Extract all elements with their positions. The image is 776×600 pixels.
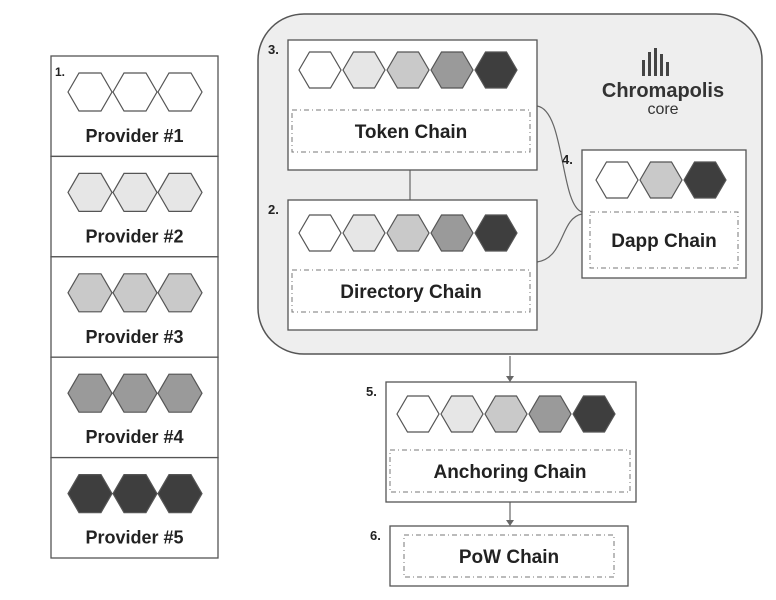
logo-sub: core [647,101,678,118]
provider-label: Provider #1 [85,126,183,146]
anchoring-chain-hexagons [396,395,616,433]
token-dapp-connector [536,105,583,213]
arrow-head-icon [506,376,514,382]
hexagon-dark_mid [430,214,474,252]
directory-chain-box: Directory Chain 2. [268,199,538,331]
pow-chain-number: 6. [370,528,381,543]
directory-chain-label: Directory Chain [340,282,481,303]
hexagon-dark [474,214,518,252]
dapp-chain-label: Dapp Chain [611,231,717,252]
token-chain-label: Token Chain [355,122,468,143]
hexagon-white [396,395,440,433]
connectors [409,105,583,526]
directory-chain-hexagons [298,214,518,252]
hexagon-dark [67,474,113,514]
hexagon-white [112,72,158,112]
anchoring-chain-number: 5. [366,384,377,399]
anchoring-chain-label-box [389,449,631,493]
provider-list: Provider #1 1. Provider #2 Provider #3 Provi… [50,55,219,559]
provider-hexagons [67,373,203,413]
token-chain-hexagons [298,51,518,89]
token-chain-label-box [291,109,531,153]
hexagon-light [157,172,203,212]
dapp-chain-hexagons [595,161,727,199]
hexagon-dark [157,474,203,514]
anchoring-chain-box: Anchoring Chain 5. [366,381,637,503]
provider-label: Provider #5 [85,528,183,548]
pow-chain-label-box [403,534,615,578]
provider-label: Provider #3 [85,327,183,347]
hexagon-light [440,395,484,433]
hexagon-dark_mid [528,395,572,433]
hexagon-white [67,72,113,112]
pow-chain-label: PoW Chain [459,547,559,568]
chain-boxes: Token Chain 3. Directory Chain 2. Dapp Chain… [268,39,747,587]
dapp-chain-label-box [589,211,739,269]
hexagon-mid [484,395,528,433]
provider-hexagons [67,273,203,313]
dapp-chain-box: Dapp Chain 4. [562,149,747,279]
logo-name: Chromapolis [602,80,724,102]
token-chain-number: 3. [268,42,279,57]
hexagon-light [112,172,158,212]
directory-dapp-connector [536,213,583,263]
hexagon-white [298,214,342,252]
chromapolis-logo: Chromapolis core [602,48,724,118]
hexagon-dark [112,474,158,514]
hexagon-white [595,161,639,199]
provider-card: Provider #2 [50,155,219,258]
hexagon-white [298,51,342,89]
dapp-chain-number: 4. [562,152,573,167]
hexagon-light [67,172,113,212]
hexagon-dark [474,51,518,89]
hexagon-dark [572,395,616,433]
provider-hexagons [67,172,203,212]
provider-label: Provider #4 [85,427,183,447]
token-chain-box: Token Chain 3. [268,39,538,171]
hexagon-mid [112,273,158,313]
provider-card: Provider #4 [50,356,219,459]
hexagon-mid [67,273,113,313]
pow-chain-frame [389,525,629,587]
provider-number: 1. [55,65,65,79]
hexagon-dark_mid [112,373,158,413]
pow-chain-box: PoW Chain 6. [370,525,629,587]
hexagon-light [342,214,386,252]
hexagon-mid [386,51,430,89]
provider-card: Provider #1 1. [50,55,219,158]
hexagon-dark_mid [67,373,113,413]
provider-hexagons [67,474,203,514]
provider-label: Provider #2 [85,226,183,246]
hexagon-light [342,51,386,89]
hexagon-dark [683,161,727,199]
anchoring-chain-label: Anchoring Chain [433,462,586,483]
hexagon-mid [639,161,683,199]
provider-card: Provider #3 [50,256,219,358]
directory-chain-number: 2. [268,202,279,217]
bars-logo-icon [642,48,669,76]
hexagon-mid [386,214,430,252]
hexagon-dark_mid [157,373,203,413]
hexagon-dark_mid [430,51,474,89]
provider-card: Provider #5 [50,456,219,559]
hexagon-mid [157,273,203,313]
hexagon-white [157,72,203,112]
provider-hexagons [67,72,203,112]
directory-chain-label-box [291,269,531,313]
arrow-head-icon [506,520,514,526]
